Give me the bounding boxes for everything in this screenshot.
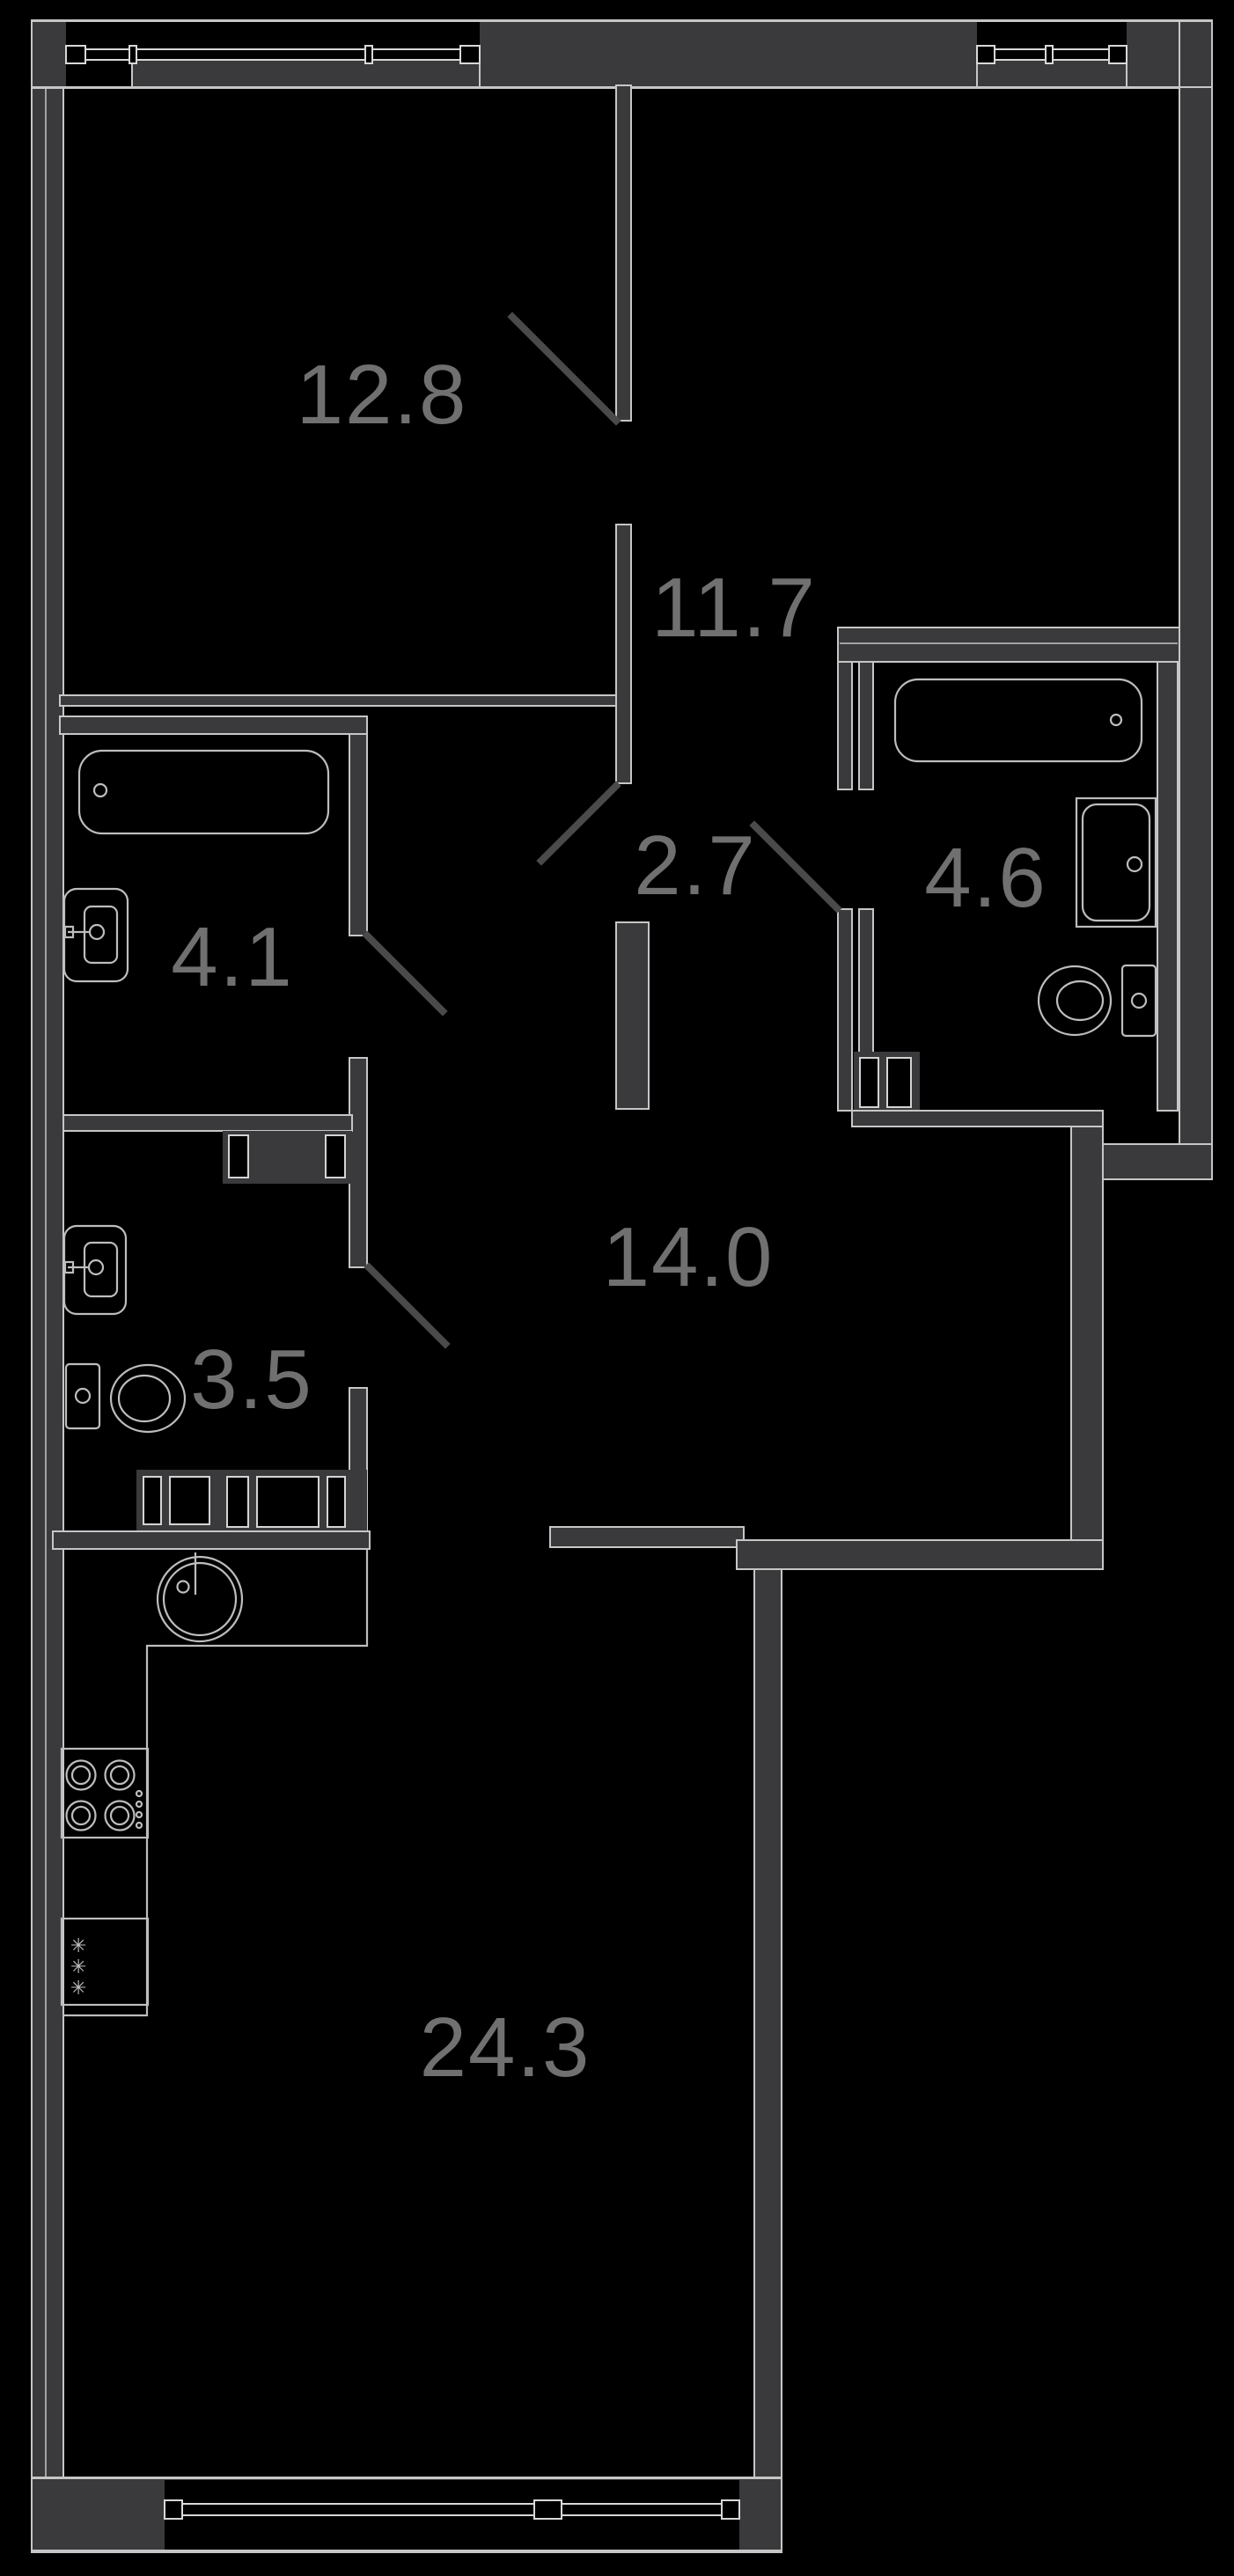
bathtub-drain-icon — [92, 782, 108, 798]
vent-duct — [859, 1057, 879, 1108]
wall-bedroom-divider-lower — [615, 524, 632, 784]
wall-bathroom-right-east-lining — [1157, 661, 1179, 1112]
window-end-cap — [164, 2499, 183, 2520]
door-swing-bathroom-right — [749, 820, 842, 914]
wall-right-exterior — [1179, 19, 1213, 1180]
vent-duct — [327, 1476, 346, 1528]
toilet-tank-icon — [64, 1362, 101, 1430]
room-label-bathroom-right: 4.6 — [924, 831, 1047, 925]
bathtub-drain-icon — [1109, 713, 1123, 727]
vent-duct — [143, 1476, 162, 1525]
wall-bathroom-right-west-1 — [837, 661, 853, 790]
snowflake-icon: ✳ — [70, 1935, 86, 1957]
wall-right-step — [1102, 1143, 1213, 1180]
faucet-head-icon — [63, 925, 75, 939]
washer-knob-icon — [1126, 855, 1143, 873]
wall-mid-right-vertical — [1070, 1126, 1104, 1570]
wall-bath-block-east-1 — [349, 733, 368, 936]
window-sill-wall — [131, 59, 481, 89]
toilet-bowl-icon — [1037, 965, 1113, 1037]
kitchen-sink-inner-icon — [162, 1561, 238, 1637]
window-end-cap — [721, 2499, 740, 2520]
faucet-icon — [88, 923, 106, 941]
room-label-bathroom-left: 4.1 — [171, 910, 293, 1004]
vent-duct — [325, 1134, 346, 1178]
bottom-window — [32, 2477, 782, 2551]
room-labels: 12.8 11.7 2.7 4.6 4.1 3.5 14.0 24.3 — [171, 348, 1047, 2095]
bathtub-icon — [893, 678, 1143, 763]
washer-drum-icon — [1081, 803, 1151, 922]
kitchen-fixtures: ✳ ✳ ✳ — [60, 1549, 369, 2017]
door-swing-bedroom-left — [536, 781, 621, 866]
room-label-room-top-right: 11.7 — [651, 561, 817, 655]
toilet-bowl-icon — [109, 1363, 187, 1434]
vent-duct — [226, 1476, 249, 1528]
top-left-window — [65, 22, 481, 89]
room-label-bedroom-top-left: 12.8 — [297, 348, 468, 442]
wall-bedroom-south-thin — [59, 694, 617, 707]
wall-living-right — [753, 1568, 782, 2553]
wall-bedroom-divider-upper — [615, 84, 632, 422]
vent-duct — [256, 1476, 320, 1528]
wall-bathroom-right-south — [851, 1110, 1104, 1127]
snowflake-icon: ✳ — [70, 1956, 86, 1978]
door-swing-wc — [364, 1262, 451, 1349]
interior-walls — [52, 84, 1180, 1550]
wall-hall-pier — [615, 921, 650, 1110]
stove-icon — [60, 1747, 150, 1839]
room-label-kitchen-living: 24.3 — [420, 2000, 591, 2095]
window-divider — [364, 45, 373, 64]
washer-icon — [1075, 796, 1157, 928]
wc-fixtures — [62, 1224, 187, 1434]
door-swing-bedroom-divider — [507, 312, 621, 426]
wall-bathroom-right-west-3 — [837, 908, 853, 1112]
snowflake-icon: ✳ — [70, 1978, 86, 2000]
stove-burner-icon — [65, 1759, 136, 1831]
room-label-wc-left: 3.5 — [190, 1332, 312, 1427]
washbasin-bowl-icon — [83, 905, 119, 965]
doors — [362, 312, 842, 1349]
wall-living-north-b — [736, 1539, 1104, 1570]
kitchen-sink-icon — [156, 1555, 244, 1643]
door-swing-bathroom-left — [362, 930, 448, 1016]
wall-bath-wc-divider — [62, 1114, 353, 1132]
toilet-flush-icon — [74, 1387, 92, 1405]
window-mullion — [533, 2499, 562, 2520]
room-label-hallway-center: 14.0 — [603, 1210, 775, 1304]
window-end-cap — [1108, 45, 1127, 64]
vent-duct — [886, 1057, 912, 1108]
toilet-bowl-inner-icon — [1055, 980, 1105, 1022]
wall-bathroom-right-north — [837, 627, 1180, 663]
toilet-bowl-inner-icon — [117, 1374, 172, 1423]
stove-knobs-icon — [135, 1789, 143, 1830]
kitchen-counter-outline — [63, 1549, 369, 2017]
bathroom-left-fixtures — [62, 749, 330, 983]
bathroom-right-fixtures — [893, 678, 1157, 1038]
faucet-icon — [87, 1259, 105, 1276]
wall-bathroom-left-north — [59, 716, 368, 735]
vent-duct — [228, 1134, 249, 1178]
window-end-cap — [65, 45, 86, 64]
window-end-cap — [459, 45, 481, 64]
wall-left-exterior — [31, 19, 64, 2553]
window-divider — [129, 45, 137, 64]
toilet-flush-icon — [1130, 992, 1148, 1009]
faucet-head-icon — [63, 1260, 75, 1274]
washbasin-bowl-icon — [83, 1241, 119, 1298]
window-end-cap — [976, 45, 995, 64]
top-right-window — [976, 22, 1127, 89]
room-label-hall-small: 2.7 — [634, 818, 756, 913]
bathtub-icon — [77, 749, 330, 835]
window-divider — [1045, 45, 1054, 64]
toilet-tank-icon — [1120, 964, 1157, 1038]
kitchen-sink-drain-icon — [176, 1580, 190, 1594]
wall-living-north-a — [549, 1526, 745, 1548]
wall-bathroom-right-west-2 — [858, 661, 874, 790]
wall-kitchen-north — [52, 1530, 371, 1550]
vent-duct — [169, 1476, 210, 1525]
fridge-icon — [60, 1917, 150, 2007]
